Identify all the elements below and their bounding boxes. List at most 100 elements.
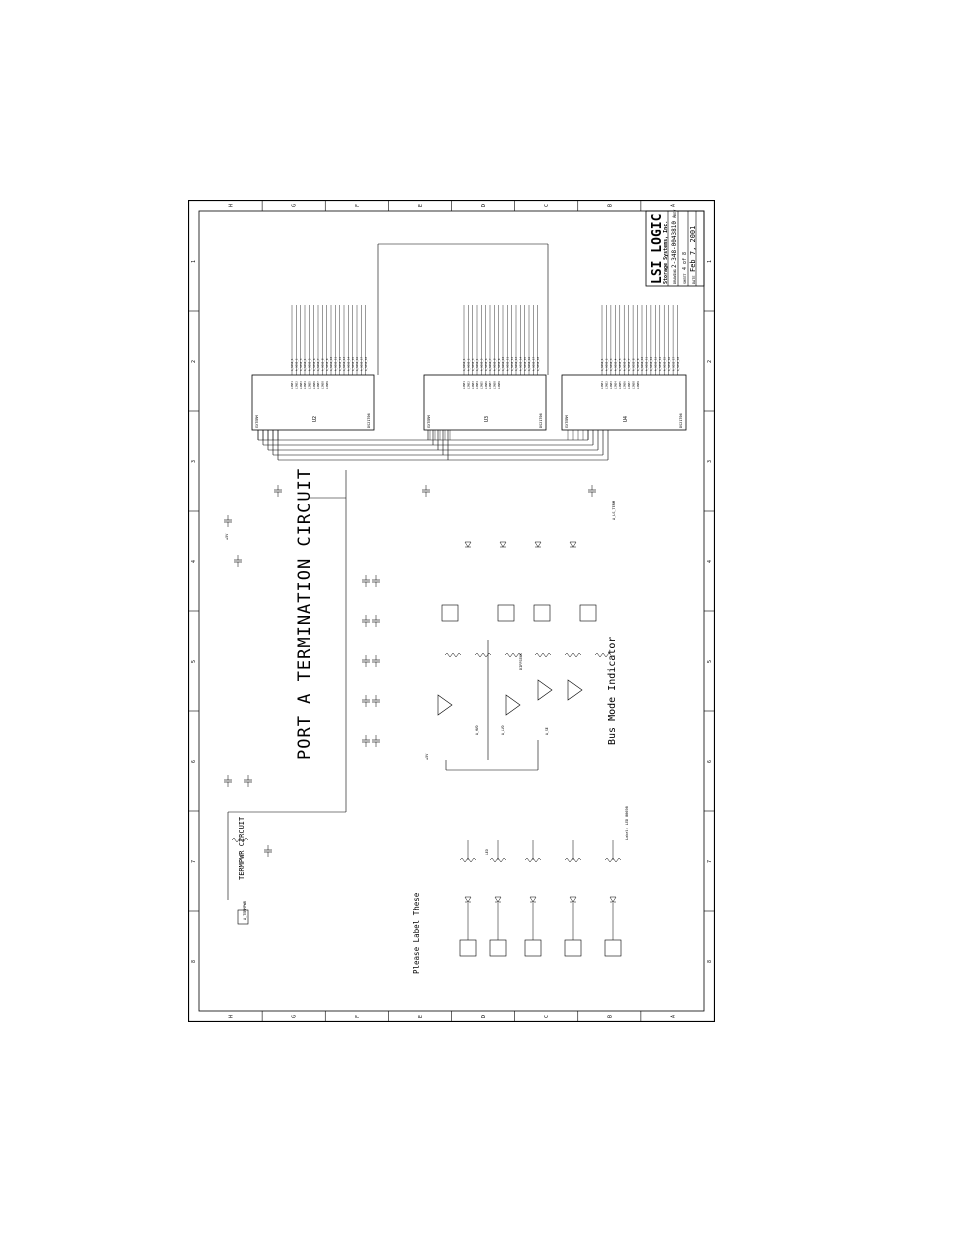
zone-col-8-left: 8: [191, 960, 197, 963]
net-label: A_SCSI_16: [355, 357, 359, 371]
pin-label: LINE3: [299, 381, 303, 389]
net-label: A_SCSI_13: [342, 357, 346, 371]
capacitor: [224, 775, 232, 787]
company-name: LSI LOGIC: [650, 214, 665, 284]
outer-frame: [188, 200, 715, 1022]
net-label: A_SCSI_5: [308, 358, 312, 371]
resistor: [444, 652, 462, 658]
pin-label: LINE4: [475, 381, 479, 389]
pin-label: LINE6: [312, 381, 316, 389]
capacitor: [224, 515, 232, 527]
net-label: A_SCSI_10: [640, 357, 644, 371]
hvd-net-label: A_HVD: [475, 725, 479, 735]
led-icon: [609, 896, 617, 903]
zone-row-h-top: H: [229, 204, 235, 207]
net-label: A_SCSI_9: [636, 358, 640, 371]
zone-row-d-bottom: D: [481, 1015, 487, 1018]
led-icon: [464, 541, 472, 548]
pin-label: LINE2: [605, 381, 609, 389]
pin-label: LINE9: [325, 381, 329, 389]
net-label: A_SCSI_5: [618, 358, 622, 371]
zone-row-c-bottom: C: [544, 1015, 550, 1018]
net-label: A_SCSI_12: [338, 357, 342, 371]
sheet-label: SHEET: [683, 273, 687, 284]
inverter-gate: [497, 604, 515, 622]
comparator: [537, 679, 553, 701]
led-icon: [499, 541, 507, 548]
net-label: A_SCSI_14: [519, 357, 523, 371]
net-label: A_SCSI_13: [514, 357, 518, 371]
pin-label: LINE8: [631, 381, 635, 389]
net-label: A_SCSI_4: [614, 358, 618, 371]
net-label: A_SCSI_1: [290, 358, 294, 371]
capacitor: [372, 695, 380, 707]
net-label: A_SCSI_16: [667, 357, 671, 371]
led-icon: [464, 896, 472, 903]
resistor: [594, 652, 612, 658]
zone-col-4-left: 4: [191, 560, 197, 563]
led-icon: [569, 541, 577, 548]
led-icon: [494, 896, 502, 903]
diffsense-label: DIFFSENS: [519, 653, 523, 670]
zone-row-e-bottom: E: [418, 1015, 424, 1018]
pin-label: LINE9: [636, 381, 640, 389]
pin-label: LINE6: [622, 381, 626, 389]
zone-col-7-left: 7: [191, 860, 197, 863]
pin-label: LINE3: [609, 381, 613, 389]
comparator: [567, 679, 583, 701]
termpwr-net-label: A_TERMPWR: [243, 900, 247, 920]
net-label: A_SCSI_4: [475, 358, 479, 371]
doc-number: 2-348-0043810: [671, 221, 678, 268]
net-label: A_SCSI_14: [347, 357, 351, 371]
pin-label: LINE5: [308, 381, 312, 389]
zone-col-8-right: 8: [707, 960, 713, 963]
pin-label: LINE8: [321, 381, 325, 389]
net-label: A_SCSI_17: [360, 357, 364, 371]
zone-row-f-bottom: F: [355, 1015, 361, 1018]
company-subtitle: Storage Systems, Inc.: [663, 221, 669, 284]
net-label: A_SCSI_6: [622, 358, 626, 371]
net-label: A_SCSI_9: [325, 358, 329, 371]
zone-col-3-right: 3: [707, 460, 713, 463]
zone-col-7-right: 7: [707, 860, 713, 863]
net-label: A_SCSI_11: [334, 357, 338, 371]
rev-value: A: [672, 215, 677, 218]
pin-label: LINE4: [614, 381, 618, 389]
led-icon: [529, 896, 537, 903]
led-net-label: LED: [485, 849, 489, 855]
chip-ref-u2: U2: [312, 416, 318, 422]
port-termination-heading: PORT A TERMINATION CIRCUIT: [295, 468, 315, 760]
net-label: A_SCSI_9: [497, 358, 501, 371]
zone-col-2-right: 2: [707, 360, 713, 363]
termpwr-diode: [237, 909, 249, 925]
chip-ref-u4: U4: [623, 416, 629, 422]
net-label: A_SCSI_4: [303, 358, 307, 371]
net-label: A_SCSI_12: [510, 357, 514, 371]
led-icon: [569, 896, 577, 903]
date-label: DATE: [692, 276, 696, 284]
pin-label: LINE3: [471, 381, 475, 389]
zone-col-2-left: 2: [191, 360, 197, 363]
zone-col-3-left: 3: [191, 460, 197, 463]
pin-label: LINE7: [316, 381, 320, 389]
net-label: A_SCSI_7: [316, 358, 320, 371]
led-driver-gate: [489, 939, 507, 957]
capacitor: [372, 615, 380, 627]
capacitor: [588, 485, 596, 497]
zone-row-a-top: A: [670, 204, 676, 207]
pin-label: LINE9: [497, 381, 501, 389]
zone-row-g-top: G: [292, 204, 298, 207]
net-label: A_SCSI_7: [488, 358, 492, 371]
resistor: [564, 652, 582, 658]
zone-col-5-right: 5: [707, 660, 713, 663]
led-driver-gate: [459, 939, 477, 957]
pin-label: LINE8: [493, 381, 497, 389]
pin-label: LINE1: [462, 381, 466, 389]
doc-number-label: DRAWING: [673, 269, 677, 284]
